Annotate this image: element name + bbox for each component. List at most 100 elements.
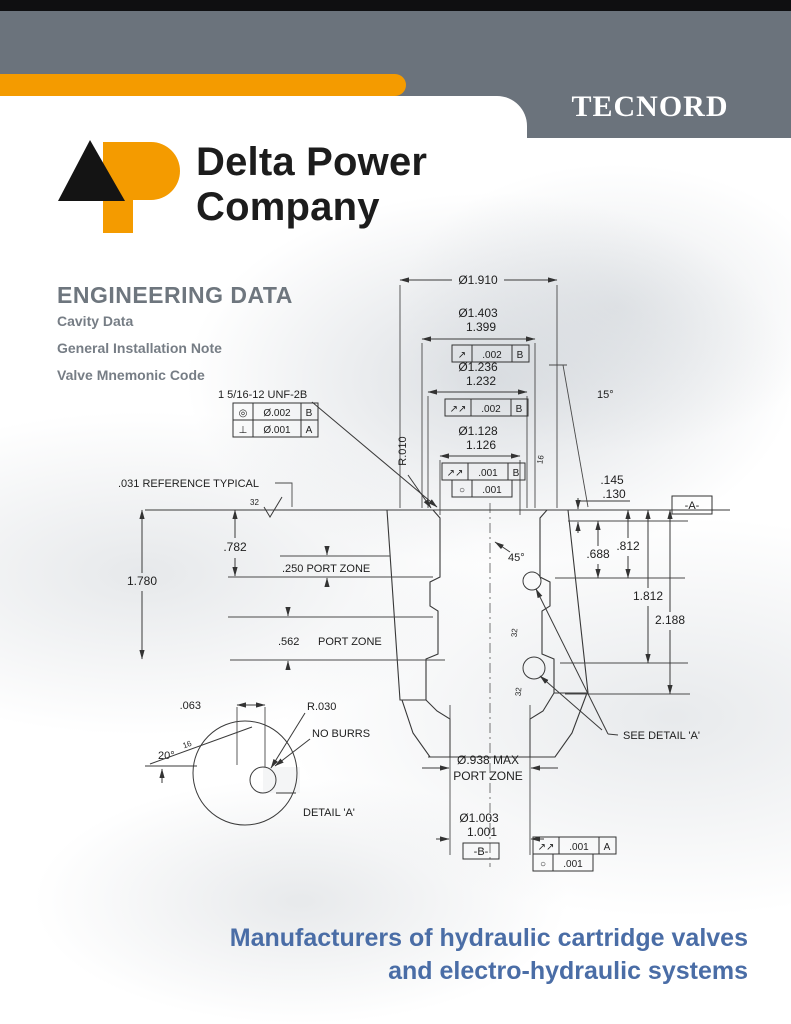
dim-label-1399: 1.399 <box>466 320 496 334</box>
fcf-tolerance: .001 <box>563 859 583 870</box>
fcf-symbol: ↗↗ <box>450 404 467 415</box>
logo-triangle-icon <box>58 140 125 201</box>
fcf-symbol: ○ <box>540 859 546 870</box>
fcf-tolerance: .001 <box>478 468 498 479</box>
logo-line2: Company <box>196 185 380 229</box>
ref-031-label: .031 REFERENCE TYPICAL <box>118 478 259 490</box>
fcf-symbol: ⊥ <box>239 425 248 436</box>
thread-callout: 1 5/16-12 UNF-2B ◎ Ø.002 B ⊥ Ø.001 A R.0… <box>218 389 438 509</box>
fcf-symbol: ↗↗ <box>447 468 464 479</box>
tecnord-wordmark: TECNORD <box>571 90 729 123</box>
cavity-drawing: Ø1.910 Ø1.403 1.399 ↗ .002 B Ø1.236 1.23… <box>118 273 730 872</box>
finish-16-taper: 16 <box>535 454 546 465</box>
fcf-tolerance: .002 <box>482 350 502 361</box>
top-black-bar <box>0 0 791 11</box>
dim-145-label: .145 <box>600 473 624 487</box>
datum-a-label: -A- <box>685 500 700 512</box>
max-938b-label: PORT ZONE <box>453 769 523 783</box>
dim-label-1403: Ø1.403 <box>458 306 498 320</box>
fcf-total-runout-001-b: ↗↗ .001 B <box>441 462 526 481</box>
footer-tagline: Manufacturers of hydraulic cartridge val… <box>230 922 748 988</box>
dim-688-label: .688 <box>586 547 610 561</box>
finish-16-detail: 16 <box>181 739 193 751</box>
dim-130-label: .130 <box>602 487 626 501</box>
fcf-symbol: ↗↗ <box>538 842 555 853</box>
reference-typical-note: .031 REFERENCE TYPICAL 32 <box>118 478 293 518</box>
tagline-line1: Manufacturers of hydraulic cartridge val… <box>229 924 748 952</box>
list-item-mnemonic-code: Valve Mnemonic Code <box>57 367 205 383</box>
dim-1812-label: 1.812 <box>633 589 663 603</box>
angle-20-label: 20° <box>158 750 175 762</box>
chamfer-and-detail-markers: 45° SEE DETAIL 'A' 32 32 <box>494 541 700 742</box>
logo-p-stem <box>103 142 133 233</box>
datum-a-and-step: -A- .145 .130 <box>575 473 713 533</box>
fcf-runout-002-b: ↗ .002 B <box>451 344 530 363</box>
finish-32-wall-2: 32 <box>514 686 524 696</box>
zone-562-label: .562 <box>278 636 299 648</box>
finish-32-wall-1: 32 <box>510 627 520 637</box>
fcf-datum: B <box>517 350 524 361</box>
fcf-total-runout-001-a: ↗↗ .001 A <box>532 836 617 855</box>
zone-250-label: .250 PORT ZONE <box>282 563 370 575</box>
right-depth-dims: .688 .812 1.812 2.188 <box>586 509 685 695</box>
fcf-datum: B <box>306 408 313 419</box>
fcf-datum: A <box>604 842 611 853</box>
angle-15-label: 15° <box>597 389 614 401</box>
r010-label: R.010 <box>397 436 409 465</box>
reference-lines <box>145 364 730 855</box>
detail-a-view: .063 R.030 NO BURRS 20° 16 DETAIL 'A' <box>145 700 370 826</box>
dim-1001-label: 1.001 <box>467 825 497 839</box>
dim-063-label: .063 <box>180 700 201 712</box>
fcf-datum: A <box>306 425 313 436</box>
fcf-tolerance: .001 <box>482 485 502 496</box>
dim-782-label: .782 <box>223 540 247 554</box>
dim-label-1128: Ø1.128 <box>458 424 498 438</box>
thread-label: 1 5/16-12 UNF-2B <box>218 389 307 401</box>
fcf-datum: B <box>516 404 523 415</box>
dim-1780-label: 1.780 <box>127 574 157 588</box>
fcf-tolerance: .001 <box>569 842 589 853</box>
fcf-symbol: ◎ <box>239 408 248 419</box>
fcf-circularity-001: ○ .001 <box>451 479 513 498</box>
logo-p-bowl <box>133 142 180 200</box>
angle-45-label: 45° <box>508 552 525 564</box>
page-title: ENGINEERING DATA <box>57 282 293 308</box>
max-938-label: Ø.938 MAX <box>457 753 519 767</box>
logo-line1: Delta Power <box>196 140 428 184</box>
fcf-tolerance: Ø.001 <box>263 425 291 436</box>
header-white-panel <box>0 96 527 138</box>
left-depth-dims: .782 1.780 .250 PORT ZONE .562 PORT ZONE <box>127 509 382 670</box>
dim-2188-label: 2.188 <box>655 613 685 627</box>
delta-p-logo-mark <box>58 140 180 233</box>
section-list: Cavity Data General Installation Note Va… <box>57 313 222 394</box>
fcf-total-runout-002-b: ↗↗ .002 B <box>444 398 529 417</box>
dim-812-label: .812 <box>616 539 640 553</box>
company-logo-text: Delta Power Company <box>196 140 427 230</box>
bottom-bore-dims: Ø.938 MAX PORT ZONE Ø1.003 1.001 -B- ↗↗ … <box>422 753 617 872</box>
fcf-perpendicularity-001-a: ⊥ Ø.001 A <box>232 419 319 438</box>
top-diameter-dims: Ø1.910 Ø1.403 1.399 ↗ .002 B Ø1.236 1.23… <box>399 273 614 515</box>
finish-32-top: 32 <box>250 498 259 507</box>
dim-label-1232: 1.232 <box>466 374 496 388</box>
dim-label-1236: Ø1.236 <box>458 360 498 374</box>
list-item-install-note: General Installation Note <box>57 340 222 356</box>
dim-label-1126: 1.126 <box>466 438 496 452</box>
fcf-datum: B <box>513 468 520 479</box>
fcf-concentricity-002-b: ◎ Ø.002 B <box>232 402 319 421</box>
fcf-symbol: ↗ <box>458 350 466 361</box>
dim-1003-label: Ø1.003 <box>459 811 499 825</box>
list-item-cavity-data: Cavity Data <box>57 313 134 329</box>
r030-label: R.030 <box>307 701 336 713</box>
fcf-symbol: ○ <box>459 485 465 496</box>
orange-accent-bar <box>0 74 406 96</box>
tagline-line2: and electro-hydraulic systems <box>388 957 748 985</box>
fcf-tolerance: .002 <box>481 404 501 415</box>
datum-b-label: -B- <box>474 846 489 858</box>
fcf-tolerance: Ø.002 <box>263 408 291 419</box>
dim-label-1910: Ø1.910 <box>458 273 498 287</box>
no-burrs-label: NO BURRS <box>312 728 370 740</box>
zone-562b-label: PORT ZONE <box>318 636 382 648</box>
fcf-circularity-001-bottom: ○ .001 <box>532 853 594 872</box>
detail-a-label: DETAIL 'A' <box>303 807 355 819</box>
